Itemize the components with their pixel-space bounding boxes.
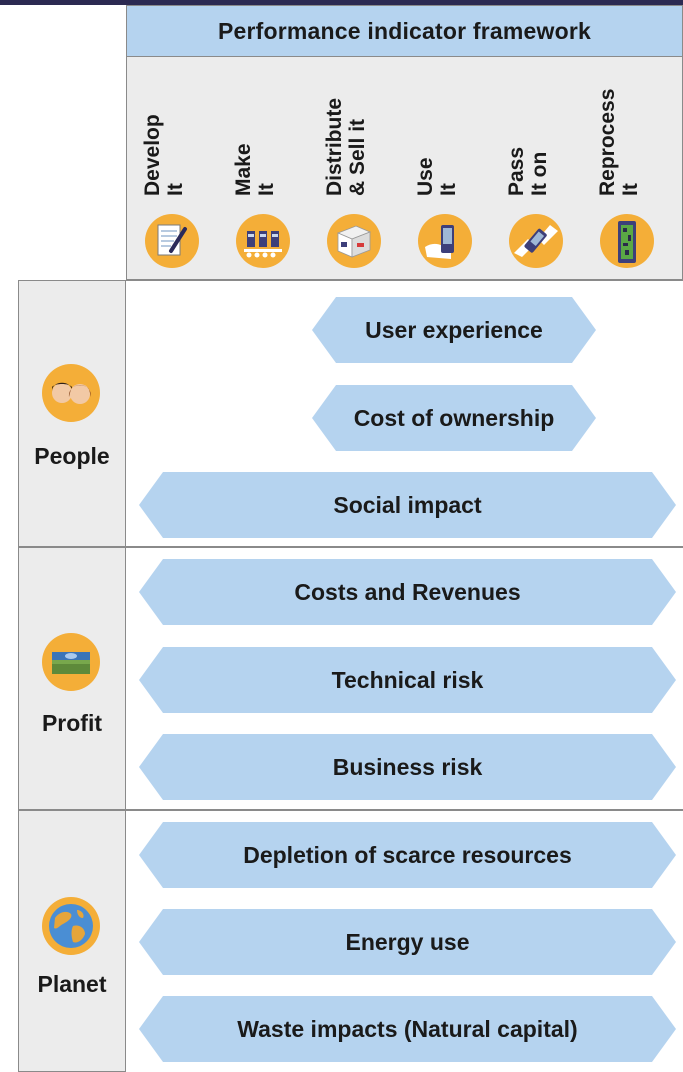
- stage-develop-line1: Develop: [141, 114, 164, 196]
- indicator-costs-and-revenues: Costs and Revenues: [294, 578, 521, 605]
- stage-reprocess-line2: It: [619, 183, 642, 196]
- stage-make: Make It: [222, 69, 310, 274]
- indicator-business-risk: Business risk: [332, 753, 483, 780]
- stage-make-line2: It: [255, 183, 278, 196]
- handover-phone-icon: [509, 214, 563, 268]
- indicator-waste-impacts: Waste impacts (Natural capital): [237, 1015, 578, 1042]
- people-faces-icon: [42, 364, 100, 422]
- framework-title: Performance indicator framework: [126, 5, 683, 57]
- lifecycle-stage-header: Develop It Make It: [126, 57, 683, 280]
- indicator-arrow: Social impact: [139, 472, 676, 538]
- package-box-icon: [327, 214, 381, 268]
- stage-distribute-line2: & Sell it: [346, 118, 369, 196]
- hand-phone-icon: [418, 214, 472, 268]
- stage-use-line2: It: [437, 183, 460, 196]
- money-stack-icon: [42, 633, 100, 691]
- row-people-body: User experience Cost of ownership Social…: [126, 280, 683, 547]
- stage-develop-line2: It: [164, 183, 187, 196]
- indicator-user-experience: User experience: [365, 316, 543, 343]
- stage-reprocess-line1: Reprocess: [596, 88, 619, 196]
- stage-distribute: Distribute & Sell it: [313, 69, 401, 274]
- indicator-arrow: Costs and Revenues: [139, 559, 676, 625]
- row-people-label: People: [34, 443, 110, 469]
- stage-distribute-line1: Distribute: [323, 97, 346, 196]
- indicator-social-impact: Social impact: [333, 491, 482, 518]
- indicator-arrow: Business risk: [139, 734, 676, 800]
- stage-pass-on-line1: Pass: [505, 146, 528, 196]
- indicator-arrow: Technical risk: [139, 647, 676, 713]
- indicator-depletion-of-scarce-resources: Depletion of scarce resources: [243, 841, 572, 868]
- stage-reprocess: Reprocess It: [586, 69, 674, 274]
- row-planet-label: Planet: [37, 971, 107, 997]
- indicator-energy-use: Energy use: [345, 928, 470, 955]
- row-people-label-cell: People: [18, 280, 126, 547]
- clipboard-pen-icon: [145, 214, 199, 268]
- stage-make-line1: Make: [232, 143, 255, 196]
- stage-use: Use It: [404, 69, 492, 274]
- indicator-arrow: User experience: [312, 297, 596, 363]
- indicator-arrow: Cost of ownership: [312, 385, 596, 451]
- row-profit-label: Profit: [41, 710, 103, 736]
- factory-conveyor-icon: [236, 214, 290, 268]
- globe-icon: [42, 897, 100, 955]
- indicator-cost-of-ownership: Cost of ownership: [353, 404, 555, 431]
- indicator-technical-risk: Technical risk: [331, 666, 484, 693]
- stage-develop: Develop It: [131, 69, 219, 274]
- indicator-arrow: Energy use: [139, 909, 676, 975]
- row-profit-label-cell: Profit: [18, 547, 126, 810]
- stage-pass-on-line2: It on: [528, 151, 551, 196]
- row-planet-body: Depletion of scarce resources Energy use…: [126, 810, 683, 1072]
- stage-pass-on: Pass It on: [495, 69, 583, 274]
- top-strip: [0, 0, 683, 5]
- indicator-arrow: Waste impacts (Natural capital): [139, 996, 676, 1062]
- circuit-board-icon: [600, 214, 654, 268]
- row-profit-body: Costs and Revenues Technical risk Busine…: [126, 547, 683, 810]
- row-planet-label-cell: Planet: [18, 810, 126, 1072]
- stage-use-line1: Use: [414, 157, 437, 196]
- indicator-arrow: Depletion of scarce resources: [139, 822, 676, 888]
